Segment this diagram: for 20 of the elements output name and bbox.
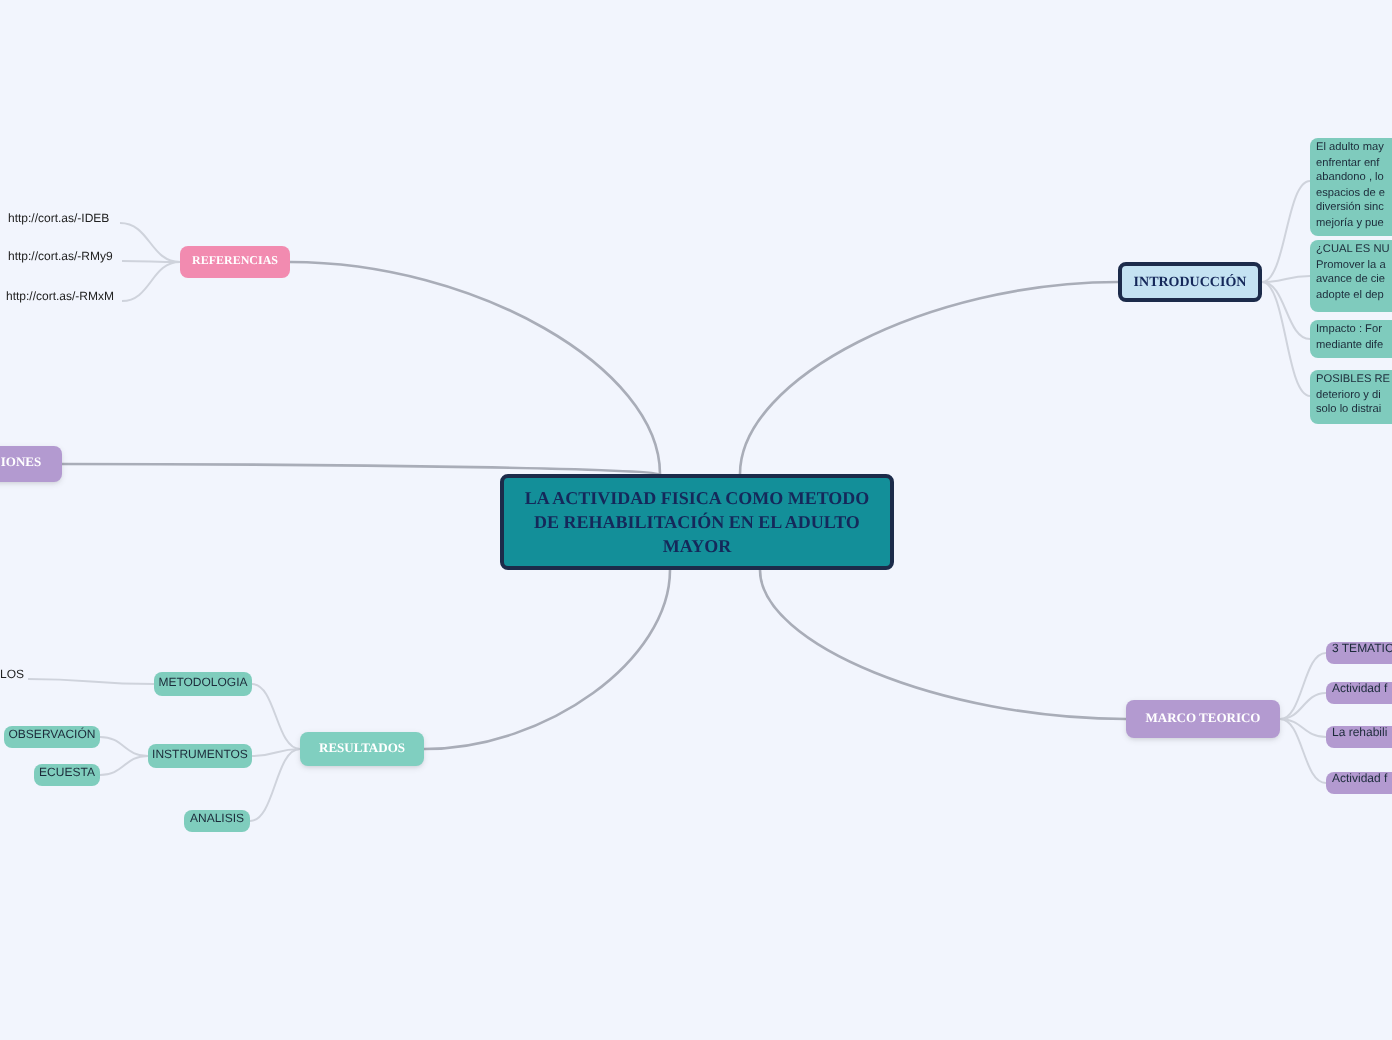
connector-line [251,683,301,750]
connector-line [758,569,1127,721]
connector-line [99,755,149,776]
connector-line [1279,718,1327,784]
central-topic: LA ACTIVIDAD FISICA COMO METODO DE REHABILITACIÓN EN EL ADULTO MAYOR [500,474,894,570]
connector-line [249,748,301,822]
connector-line [27,678,155,685]
connector-line [738,280,1119,475]
connector-line [62,462,661,476]
connector-line [289,260,662,475]
connector-line [1279,718,1327,738]
connector-line [1279,652,1327,720]
connector-line [1261,281,1311,397]
connector-line [1261,275,1311,283]
connector-line [1279,692,1327,720]
connector-line [423,569,672,751]
connector-line [1261,180,1311,283]
connector-line [119,222,181,263]
connector-line [121,261,181,302]
connector-line [251,748,301,757]
